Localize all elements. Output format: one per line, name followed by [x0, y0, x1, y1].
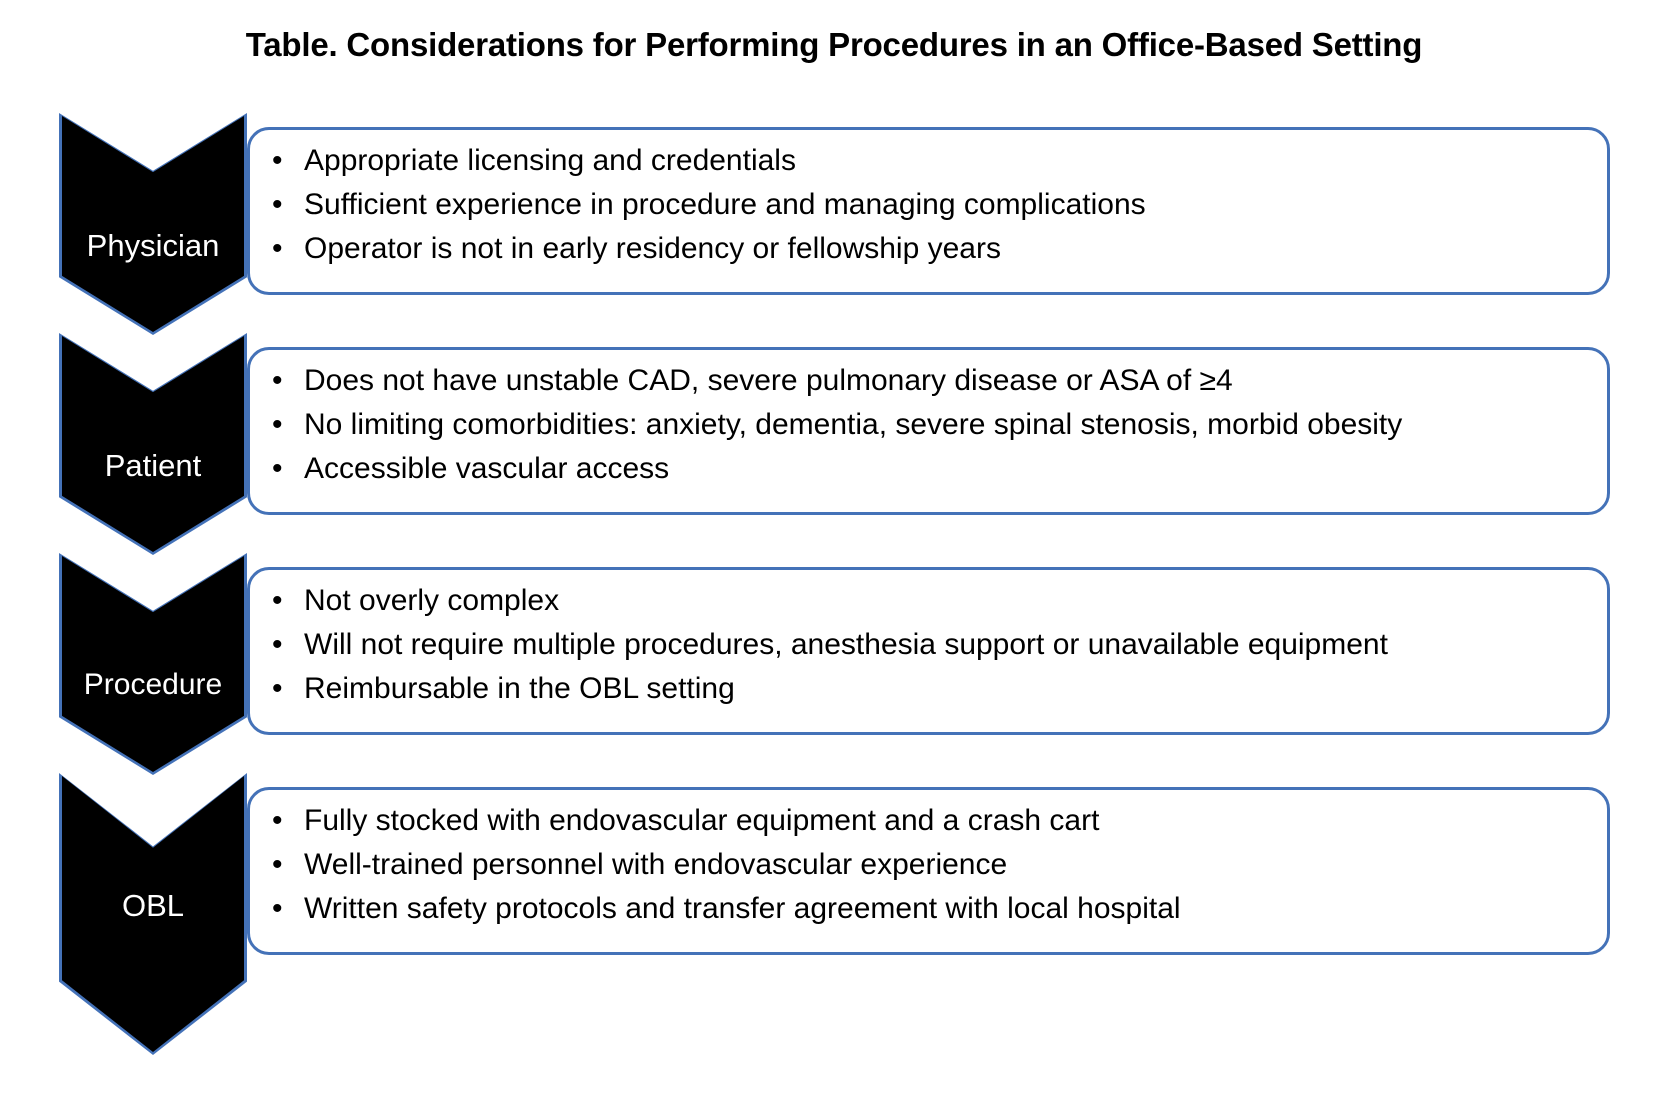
chevron-label-patient: Patient — [104, 448, 202, 483]
bullet-item: No limiting comorbidities: anxiety, deme… — [268, 403, 1402, 447]
bullet-list-obl: Fully stocked with endovascular equipmen… — [268, 799, 1181, 931]
bullet-item: Fully stocked with endovascular equipmen… — [268, 799, 1181, 843]
chevron-physician[interactable] — [62, 116, 244, 332]
bullet-item: Reimbursable in the OBL setting — [268, 667, 1388, 711]
chevron-label-procedure: Procedure — [83, 668, 223, 701]
bullet-item: Will not require multiple procedures, an… — [268, 623, 1388, 667]
chevron-patient[interactable] — [62, 336, 244, 552]
bullet-item: Operator is not in early residency or fe… — [268, 227, 1146, 271]
bullet-list-physician: Appropriate licensing and credentials Su… — [268, 139, 1146, 271]
bullet-item: Does not have unstable CAD, severe pulmo… — [268, 359, 1402, 403]
chevron-label-physician: Physician — [86, 228, 220, 263]
bullet-item: Written safety protocols and transfer ag… — [268, 887, 1181, 931]
bullet-list-procedure: Not overly complex Will not require mult… — [268, 579, 1388, 711]
bullet-item: Sufficient experience in procedure and m… — [268, 183, 1146, 227]
bullet-item: Well-trained personnel with endovascular… — [268, 843, 1181, 887]
bullet-item: Not overly complex — [268, 579, 1388, 623]
bullet-item: Accessible vascular access — [268, 447, 1402, 491]
chevron-procedure[interactable] — [62, 556, 244, 772]
chevron-label-obl: OBL — [121, 888, 185, 923]
bullet-list-patient: Does not have unstable CAD, severe pulmo… — [268, 359, 1402, 491]
figure-title: Table. Considerations for Performing Pro… — [245, 26, 1423, 63]
bullet-item: Appropriate licensing and credentials — [268, 139, 1146, 183]
